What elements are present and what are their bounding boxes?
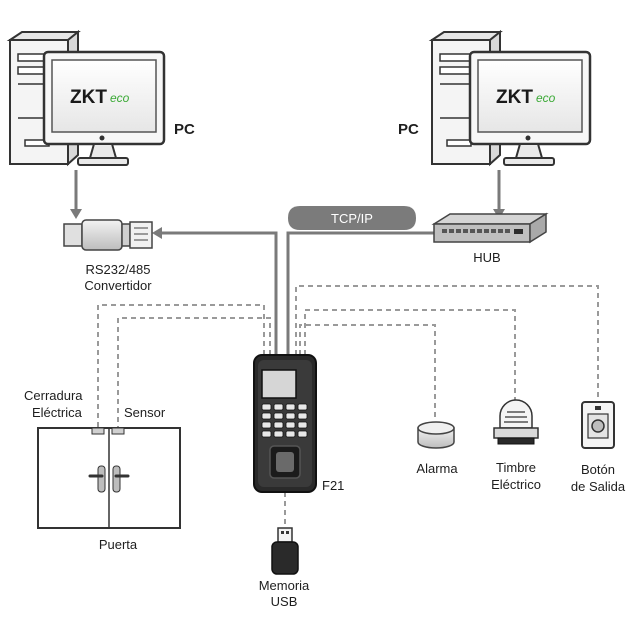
monitor-icon: ZKT eco xyxy=(468,50,592,166)
solid-connections xyxy=(74,170,501,355)
alarm-label: Alarma xyxy=(416,461,458,476)
converter-label-line2: Convertidor xyxy=(84,278,152,293)
logo-main: ZKT xyxy=(70,87,107,108)
usb-label-line1: Memoria xyxy=(258,578,310,593)
sensor-wire xyxy=(117,317,271,432)
pc-right: ZKT eco xyxy=(428,29,592,167)
hub-to-device-line xyxy=(286,231,434,355)
hub-icon xyxy=(431,212,549,244)
logo-sub: eco xyxy=(110,91,130,105)
exit-button-wire xyxy=(295,285,599,400)
arrow-from-device-to-converter xyxy=(152,227,162,239)
door-icon xyxy=(37,427,181,529)
device-label: F21 xyxy=(322,478,345,493)
lock-label-line2: Eléctrica xyxy=(32,405,82,420)
exit-button-label-line2: de Salida xyxy=(570,479,626,494)
pc-left-label: PC xyxy=(174,121,195,138)
pc-left: ZKT eco xyxy=(6,29,166,167)
tcpip-bubble: TCP/IP xyxy=(288,206,416,230)
f21-device-icon xyxy=(253,354,317,493)
converter-icon xyxy=(63,219,153,251)
usb-stick-icon xyxy=(271,527,299,575)
alarm-wire xyxy=(299,324,436,420)
usb-label-line2: USB xyxy=(270,594,298,609)
lock-wire xyxy=(97,304,265,432)
bell-icon xyxy=(493,399,539,445)
bell-label-line1: Timbre xyxy=(496,460,536,475)
exit-button-icon xyxy=(581,401,615,449)
lock-label-line1: Cerradura xyxy=(24,388,83,403)
converter-to-device-line xyxy=(158,231,278,355)
sensor-label: Sensor xyxy=(124,405,166,420)
converter-label-line1: RS232/485 xyxy=(85,262,151,277)
alarm-icon xyxy=(417,421,455,449)
arrow-to-converter xyxy=(70,209,82,219)
pc-right-label: PC xyxy=(398,121,419,138)
tcpip-label: TCP/IP xyxy=(331,211,373,226)
hub-label: HUB xyxy=(473,250,501,265)
bell-wire xyxy=(304,309,516,400)
logo-main: ZKT xyxy=(496,87,533,108)
bell-label-line2: Eléctrico xyxy=(491,477,541,492)
exit-button-label-line1: Botón xyxy=(581,462,615,477)
monitor-icon: ZKT eco xyxy=(42,50,166,166)
logo-sub: eco xyxy=(536,91,556,105)
dashed-connections xyxy=(97,285,599,525)
door-label: Puerta xyxy=(98,537,138,552)
